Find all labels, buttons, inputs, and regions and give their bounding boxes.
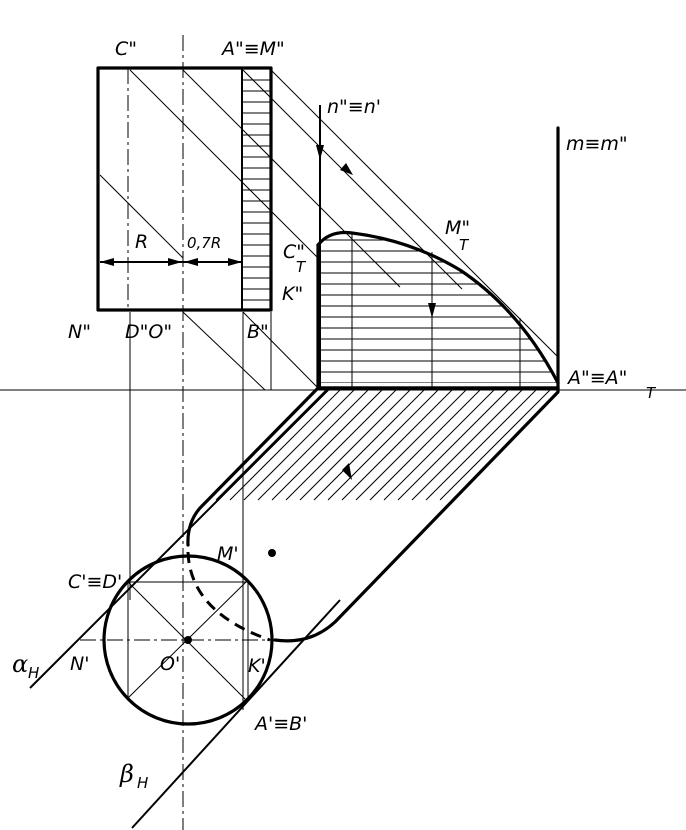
hatch-line: [523, 388, 558, 501]
label-n1: N': [70, 653, 89, 675]
label-a2m2: A"≡M": [220, 38, 285, 60]
label-ct2-sub: T: [296, 258, 307, 276]
shade-strip-hatch: [242, 79, 271, 301]
hatch-line: [327, 388, 558, 501]
alpha-h-trace: [29, 387, 331, 689]
label-alpha-h: α: [12, 650, 28, 678]
beta-h-trace: [131, 599, 341, 829]
hatch-line: [580, 0, 686, 500]
label-m1: M': [217, 543, 239, 565]
label-d2o2: D"O": [125, 321, 172, 343]
label-a2at2: A"≡A": [566, 367, 627, 389]
label-mt2: M": [445, 217, 470, 239]
hatch-line: [383, 388, 558, 501]
label-c1d1: C'≡D': [68, 571, 122, 593]
label-b2: B": [247, 321, 269, 343]
hatch-line: [594, 0, 686, 500]
hatch-line: [229, 388, 558, 501]
hatch-line: [369, 388, 558, 501]
label-k1: K': [248, 655, 266, 677]
label-ct2: C": [283, 241, 305, 263]
label-beta-h-sub: H: [137, 774, 148, 792]
shade-strip-outline: [241, 67, 272, 311]
label-a1b1: A'≡B': [253, 713, 307, 735]
dim-arrow-mid-left: [168, 258, 182, 266]
hatch-line: [566, 0, 686, 500]
hatch-line: [187, 388, 479, 501]
label-beta-h: β: [119, 760, 134, 788]
hatch-line: [285, 388, 558, 501]
projection-link-lines: [129, 312, 272, 710]
hatch-line: [636, 0, 686, 500]
label-mt2-sub: T: [459, 236, 470, 254]
cylinder-outline: [96, 66, 273, 312]
hatch-line: [355, 388, 558, 501]
hatch-line: [509, 388, 558, 501]
hatch-line: [411, 388, 558, 501]
front-shadow-arrow: [428, 303, 436, 318]
hatch-line: [257, 388, 558, 501]
hatch-line: [439, 388, 558, 501]
hatch-line: [313, 388, 558, 501]
hatch-line: [187, 388, 558, 501]
label-n2n1: n"≡n': [327, 96, 381, 118]
label-0-7r: 0,7R: [187, 234, 221, 252]
hatch-line: [551, 388, 558, 501]
hatch-line: [187, 388, 558, 501]
dim-arrow-mid-right: [184, 258, 198, 266]
hatch-line: [678, 0, 686, 500]
shadow-front-projection: [316, 230, 560, 390]
point-m1: [268, 549, 276, 557]
cylinder-front-view: [96, 35, 273, 830]
cylinder-plan-view: [80, 554, 290, 726]
label-n2: N": [68, 321, 91, 343]
center-o1: [184, 636, 192, 644]
hatch-line: [201, 388, 558, 501]
plan-shadow-arrow: [342, 463, 352, 480]
hatch-line: [537, 388, 558, 501]
label-m-m2: m≡m": [566, 133, 628, 155]
shadow-plan-outline: [273, 386, 560, 643]
labels: C" A"≡M" n"≡n' m≡m" C" T M" T K" R 0,7R …: [12, 38, 657, 792]
hatch-line: [608, 0, 686, 500]
hatch-line: [650, 0, 686, 500]
shadow-front-contour: [316, 230, 560, 385]
hatch-line: [187, 388, 558, 501]
hatch-line: [425, 388, 558, 501]
label-o1: O': [160, 653, 180, 675]
hatch-line: [187, 388, 558, 501]
shadow-plan-hatch: [187, 0, 686, 501]
label-k2: K": [282, 283, 303, 305]
hatch-line: [664, 0, 686, 500]
shadow-front-hatch: [318, 239, 558, 383]
hatch-line: [187, 388, 451, 501]
label-at2-sub: T: [646, 384, 657, 402]
dim-arrow-right: [228, 258, 242, 266]
shadow-plan-hidden-arc: [186, 551, 271, 642]
label-alpha-h-sub: H: [28, 664, 39, 682]
hatch-line: [271, 388, 558, 501]
ray-arrow-upper: [340, 163, 353, 175]
hatch-line: [299, 388, 558, 501]
label-c2: C": [115, 38, 137, 60]
label-r: R: [135, 231, 148, 253]
hatch-line: [341, 388, 558, 501]
dim-arrow-left: [100, 258, 114, 266]
hatch-line: [187, 388, 465, 501]
hatch-line: [243, 388, 558, 501]
hatch-line: [215, 388, 558, 501]
n-trace-arrow: [316, 145, 324, 160]
hatch-line: [481, 388, 558, 501]
hatch-line: [397, 388, 558, 501]
shadow-plan-left-edge: [186, 386, 320, 547]
hatch-line: [453, 388, 558, 501]
hatch-line: [622, 0, 686, 500]
